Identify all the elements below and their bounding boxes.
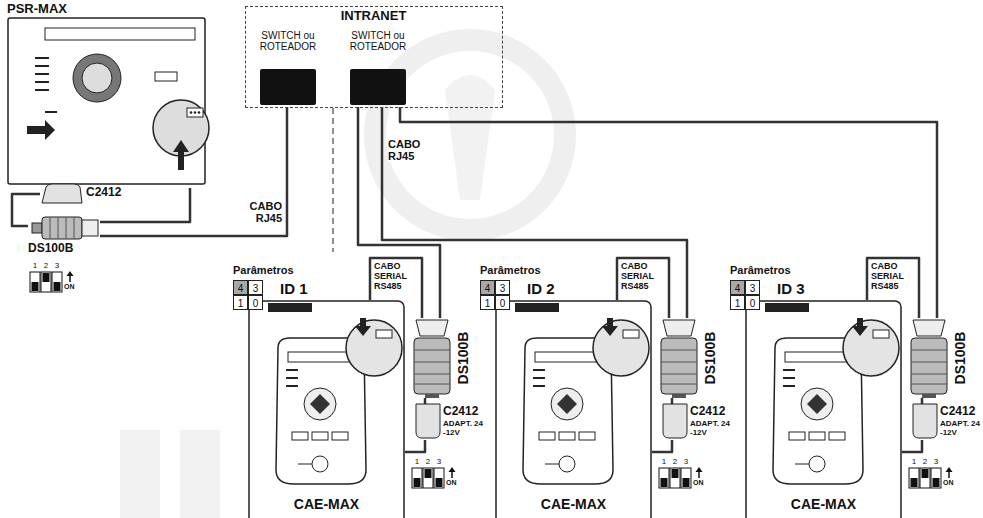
dip-number: 1 xyxy=(412,458,422,467)
parameter-cell: 4 xyxy=(480,280,495,295)
cable-line xyxy=(400,107,937,318)
node-title: SWITCH ou ROTEADOR xyxy=(346,31,410,52)
cable-label: CABO SERIAL RS485 xyxy=(374,262,420,292)
cable-label: CABO RJ45 xyxy=(238,200,282,224)
dip-on-label: ON xyxy=(446,479,460,487)
dip-number: 3 xyxy=(681,458,691,467)
node-title: C2412 xyxy=(86,186,132,200)
dip-number: 1 xyxy=(659,458,669,467)
dip-number: 3 xyxy=(52,262,62,271)
dip-on-label: ON xyxy=(64,283,78,291)
node-note: ADAPT. 24 -12V xyxy=(690,420,731,438)
dip-number: 3 xyxy=(931,458,941,467)
node-title: PSR-MAX xyxy=(7,2,117,17)
node-title: DS100B xyxy=(28,242,100,256)
node-title: CAE-MAX xyxy=(248,496,405,512)
psr-max-panel: PSR-MAX xyxy=(5,2,215,188)
power-adapter: C2412ADAPT. 24 -12V xyxy=(659,404,731,440)
parameters-title: Parâmetros xyxy=(730,264,810,276)
device-id: ID 1 xyxy=(280,281,324,298)
node-title: C2412 xyxy=(690,405,731,419)
cable-label: CABO SERIAL RS485 xyxy=(871,262,917,292)
parameter-cell: 3 xyxy=(745,280,760,295)
parameter-cell: 1 xyxy=(480,295,495,310)
cae-max-panel: CAE-MAX xyxy=(745,300,902,518)
node-title: SWITCH ou ROTEADOR xyxy=(256,31,320,52)
parameter-cell: 4 xyxy=(730,280,745,295)
power-adapter: C2412ADAPT. 24 -12V xyxy=(412,404,484,440)
cae-max-panel: CAE-MAX xyxy=(495,300,652,518)
illustration xyxy=(745,300,902,518)
dip-number: 2 xyxy=(670,458,680,467)
dip-on-label: ON xyxy=(693,479,707,487)
divider-line xyxy=(332,108,333,252)
dip-on-label: ON xyxy=(943,479,957,487)
parameter-cell: 3 xyxy=(248,280,263,295)
cable-line xyxy=(12,194,40,226)
node-title: CAE-MAX xyxy=(495,496,652,512)
converter-ds100b: DS100B xyxy=(28,214,100,258)
node-title: DS100B xyxy=(702,332,718,385)
dip-number: 2 xyxy=(920,458,930,467)
dip-number: 1 xyxy=(30,262,40,271)
node-title: DS100B xyxy=(455,332,471,385)
node-title: C2412 xyxy=(940,405,981,419)
illustration xyxy=(5,2,215,188)
cable-line xyxy=(358,107,440,318)
node-title: INTRANET xyxy=(246,9,501,24)
illustration xyxy=(248,300,405,518)
cable-label: CABO SERIAL RS485 xyxy=(621,262,667,292)
parameter-cell: 3 xyxy=(495,280,510,295)
illustration xyxy=(495,300,652,518)
dip-number: 2 xyxy=(41,262,51,271)
dip-number: 2 xyxy=(423,458,433,467)
power-adapter: C2412ADAPT. 24 -12V xyxy=(909,404,981,440)
cable-line xyxy=(671,398,674,404)
node-title: DS100B xyxy=(952,332,968,385)
intranet-region: SWITCH ou ROTEADOR SWITCH ou ROTEADOR INTR… xyxy=(245,6,503,108)
node-note: ADAPT. 24 -12V xyxy=(443,420,484,438)
cable-line xyxy=(405,440,425,452)
dip-number: 1 xyxy=(909,458,919,467)
parameter-cell: 0 xyxy=(495,295,510,310)
converter-ds100b: DS100B xyxy=(410,318,472,398)
cable-label: CABO RJ45 xyxy=(388,138,428,162)
node-title: CAE-MAX xyxy=(745,496,902,512)
dip-number: 3 xyxy=(434,458,444,467)
device-id: ID 3 xyxy=(777,281,821,298)
power-adapter: C2412 xyxy=(40,183,132,205)
parameter-cell: 4 xyxy=(233,280,248,295)
switch-box: SWITCH ou ROTEADOR xyxy=(256,31,320,107)
cable-line xyxy=(921,398,924,404)
node-title: C2412 xyxy=(443,405,484,419)
parameter-cell: 1 xyxy=(730,295,745,310)
parameter-cell: 0 xyxy=(248,295,263,310)
cable-line xyxy=(382,107,687,318)
cable-line xyxy=(902,440,922,452)
cae-max-panel: CAE-MAX xyxy=(248,300,405,518)
parameters-title: Parâmetros xyxy=(480,264,560,276)
cable-line xyxy=(652,440,672,452)
parameters-title: Parâmetros xyxy=(233,264,313,276)
parameter-cell: 1 xyxy=(233,295,248,310)
node-note: ADAPT. 24 -12V xyxy=(940,420,981,438)
converter-ds100b: DS100B xyxy=(657,318,719,398)
device-id: ID 2 xyxy=(527,281,571,298)
parameter-cell: 0 xyxy=(745,295,760,310)
switch-box: SWITCH ou ROTEADOR xyxy=(346,31,410,107)
cable-line xyxy=(424,398,427,404)
converter-ds100b: DS100B xyxy=(907,318,969,398)
